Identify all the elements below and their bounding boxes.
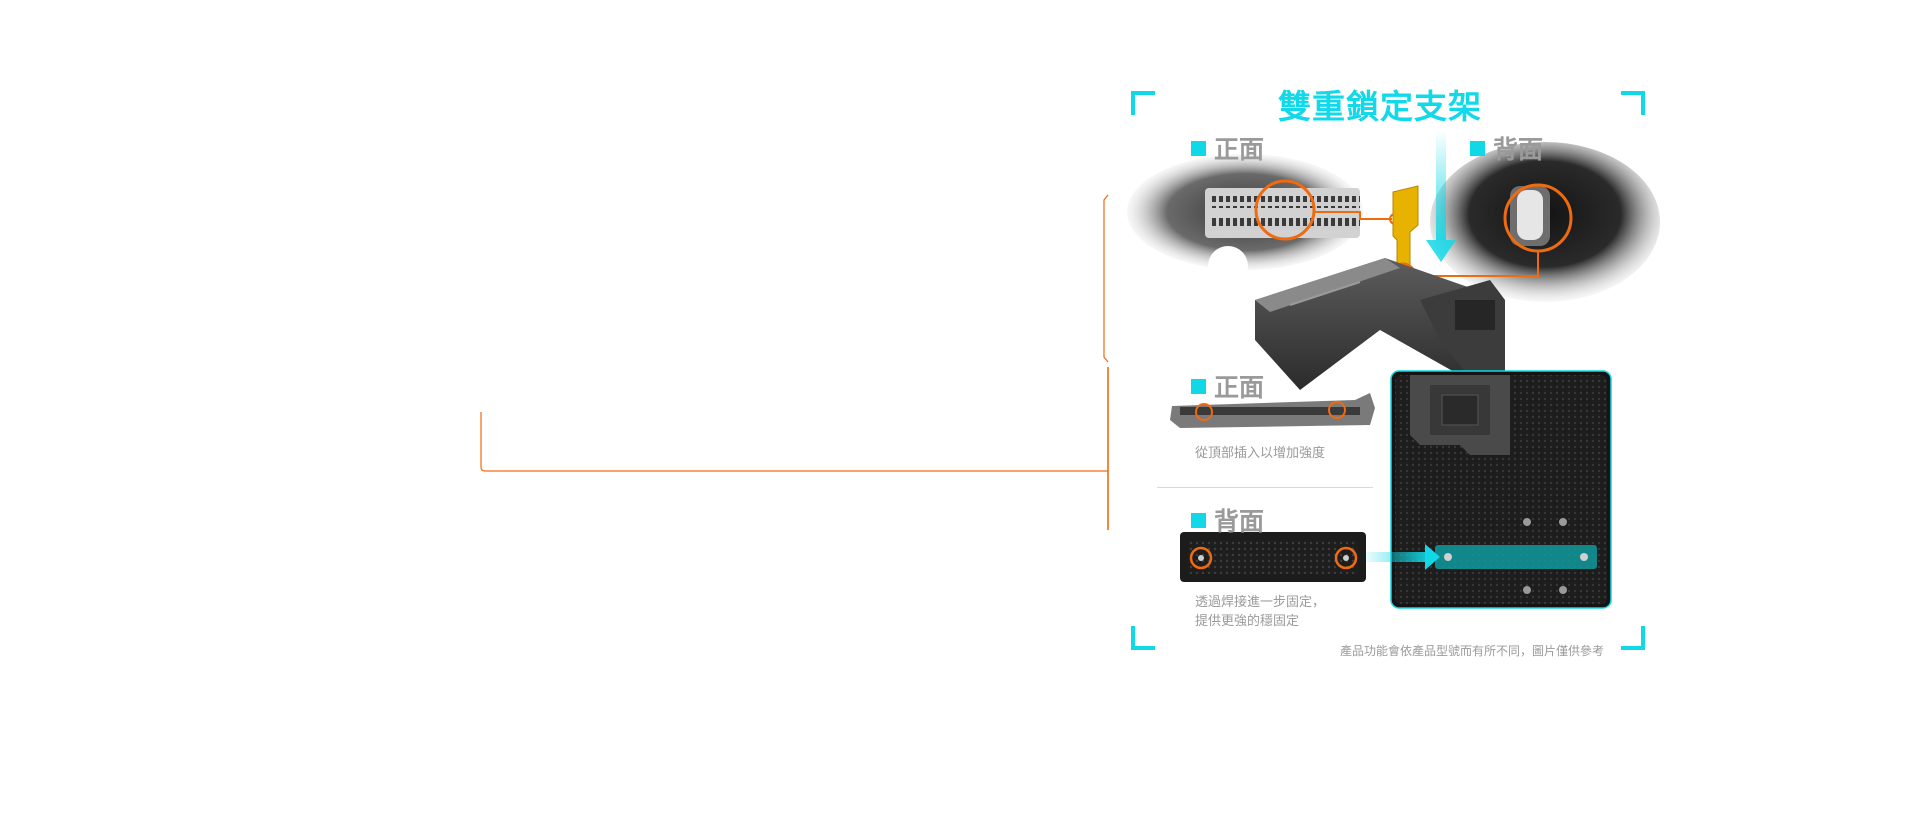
top-front-label: 正面 bbox=[1191, 130, 1264, 166]
back-photo bbox=[1415, 142, 1660, 302]
back-slot-photo bbox=[1180, 532, 1366, 582]
bottom-back-label: 背面 bbox=[1191, 502, 1264, 538]
front-slot-photo bbox=[1127, 154, 1401, 286]
bottom-back-description-line-1: 透過焊接進一步固定， bbox=[1195, 595, 1326, 610]
bullet-square-icon bbox=[1191, 512, 1206, 528]
mid-front-description: 從頂部插入以增加強度 bbox=[1195, 446, 1326, 461]
bullet-square-icon bbox=[1191, 140, 1206, 156]
mid-front-label-text: 正面 bbox=[1214, 373, 1265, 402]
motherboard-photo bbox=[1390, 370, 1612, 609]
section-divider bbox=[1157, 487, 1373, 488]
pcie-slot-render bbox=[1255, 258, 1505, 390]
top-back-label: 背面 bbox=[1470, 130, 1543, 166]
left-bracket-lines bbox=[480, 194, 1109, 530]
frame-corner-bottom-left bbox=[1131, 626, 1155, 650]
bottom-back-description: 透過焊接進一步固定， 提供更強的穩固定 bbox=[1195, 593, 1325, 631]
frame-corner-top-right bbox=[1621, 91, 1645, 115]
bullet-square-icon bbox=[1191, 378, 1206, 394]
bullet-square-icon bbox=[1470, 140, 1485, 156]
insert-arrow bbox=[1426, 130, 1456, 262]
top-back-label-text: 背面 bbox=[1493, 135, 1544, 164]
bottom-back-description-line-2: 提供更強的穩固定 bbox=[1195, 614, 1300, 629]
bottom-back-label-text: 背面 bbox=[1214, 507, 1265, 536]
mid-front-label: 正面 bbox=[1191, 368, 1264, 404]
page-title: 雙重鎖定支架 bbox=[1278, 87, 1482, 126]
solder-arrow bbox=[1360, 544, 1440, 570]
mid-slot-photo bbox=[1170, 393, 1375, 428]
disclaimer-footnote: 產品功能會依產品型號而有所不同，圖片僅供參考 bbox=[1339, 644, 1604, 658]
top-front-label-text: 正面 bbox=[1214, 135, 1265, 164]
frame-corner-bottom-right bbox=[1621, 626, 1645, 650]
frame-corner-top-left bbox=[1131, 91, 1155, 115]
